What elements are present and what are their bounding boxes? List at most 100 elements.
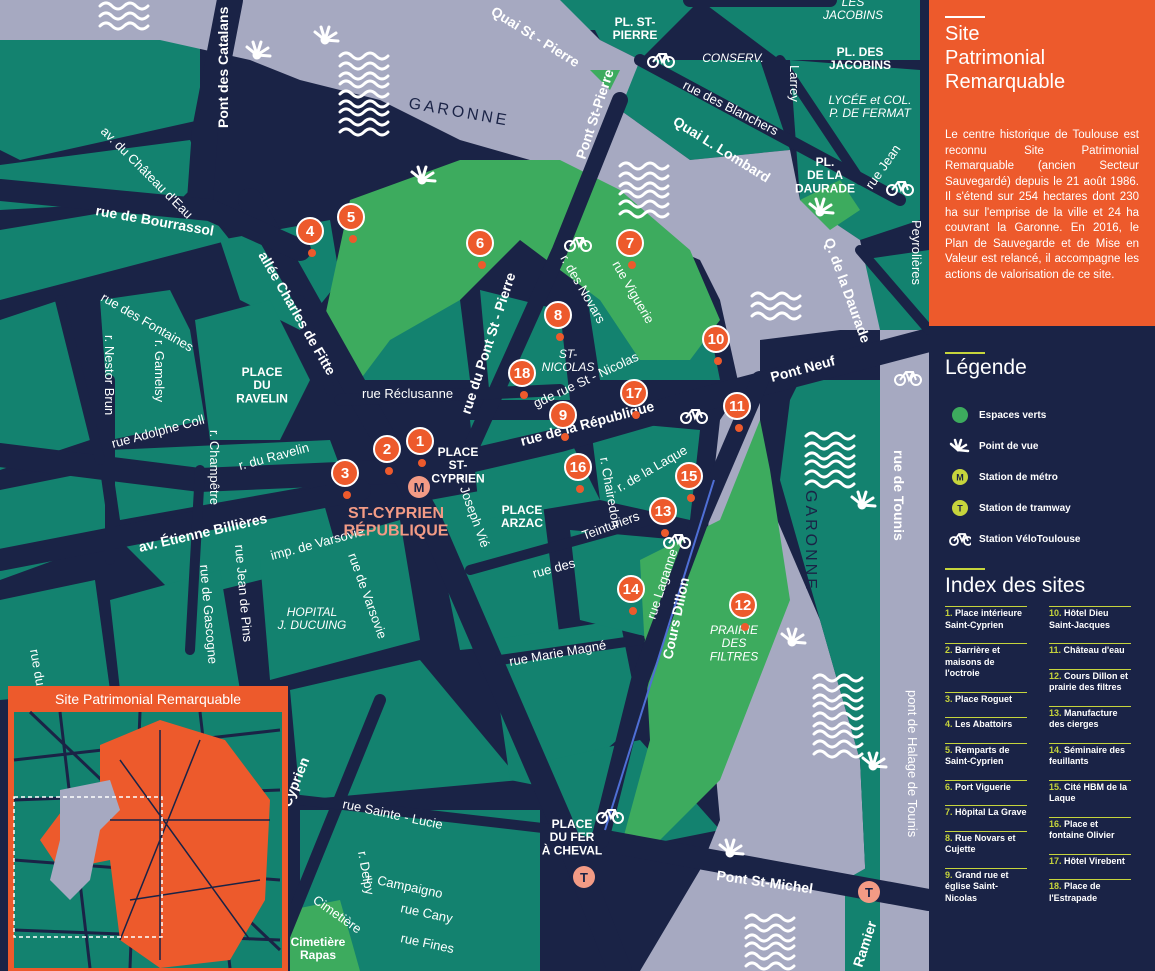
index-number: 17. xyxy=(1049,855,1065,866)
site-marker-number: 10 xyxy=(708,331,725,348)
index-label: Hôtel Virebent xyxy=(1064,855,1125,866)
index-item: 14. Séminaire des feuillants xyxy=(1049,742,1131,768)
site-marker-number: 16 xyxy=(570,459,587,476)
index-number: 9. xyxy=(945,869,956,880)
site-marker-number: 18 xyxy=(514,365,531,382)
index-item: 9. Grand rue et église Saint-Nicolas xyxy=(945,867,1027,905)
landmark-label: ST-NICOLAS xyxy=(542,347,595,374)
tram-icon xyxy=(858,881,880,903)
site-marker-number: 12 xyxy=(735,597,752,614)
index-label: Cité HBM de la Laque xyxy=(1049,781,1128,804)
site-marker-16[interactable]: 16 xyxy=(564,453,592,493)
index-label: Place de l'Estrapade xyxy=(1049,881,1101,903)
svg-text:M: M xyxy=(414,480,425,495)
site-marker-4[interactable]: 4 xyxy=(296,217,324,257)
site-marker-17[interactable]: 17 xyxy=(620,379,648,419)
index-number: 4. xyxy=(945,719,956,729)
site-marker-number: 11 xyxy=(729,398,745,415)
site-marker-number: 5 xyxy=(347,209,355,226)
index-item: 16. Place et fontaine Olivier xyxy=(1049,816,1131,842)
site-marker-8[interactable]: 8 xyxy=(544,301,572,341)
site-marker-10[interactable]: 10 xyxy=(702,325,730,365)
viewpoint-icon xyxy=(949,435,971,457)
tram-stations: T T xyxy=(573,866,880,903)
index-number: 5. xyxy=(945,744,956,755)
index-number: 18. xyxy=(1049,881,1065,891)
site-marker-number: 7 xyxy=(626,235,634,252)
site-marker-2[interactable]: 2 xyxy=(373,435,401,475)
index-number: 12. xyxy=(1049,670,1065,681)
index-label: Manufacture des cierges xyxy=(1049,707,1118,730)
site-marker-18[interactable]: 18 xyxy=(508,359,536,399)
index-item: 6. Port Viguerie xyxy=(945,779,1027,794)
index-number: 10. xyxy=(1049,608,1065,618)
site-marker-number: 15 xyxy=(681,468,698,485)
site-marker-15[interactable]: 15 xyxy=(675,462,703,502)
site-marker-number: 6 xyxy=(476,235,484,252)
site-marker-14[interactable]: 14 xyxy=(617,575,645,615)
index-item: 3. Place Roguet xyxy=(945,691,1027,706)
site-marker-number: 8 xyxy=(554,307,562,324)
index-label: Place et fontaine Olivier xyxy=(1049,818,1115,841)
site-marker-number: 1 xyxy=(416,433,424,450)
street-label: r. Nestor Brun xyxy=(102,335,117,415)
legend-label: Station VéloToulouse xyxy=(979,533,1081,545)
site-marker-13[interactable]: 13 xyxy=(649,497,677,537)
site-marker-number: 17 xyxy=(626,385,643,402)
index-number: 1. xyxy=(945,608,956,618)
divider xyxy=(945,16,985,18)
index-label: Place Roguet xyxy=(955,693,1013,704)
index-item: 13. Manufacture des cierges xyxy=(1049,705,1131,731)
site-marker-9[interactable]: 9 xyxy=(549,401,577,441)
site-marker-5[interactable]: 5 xyxy=(337,203,365,243)
index-item: 11. Château d'eau xyxy=(1049,643,1131,657)
garonne-river xyxy=(0,0,929,971)
index-item: 4. Les Abattoirs xyxy=(945,717,1027,731)
index-item: 1. Place intérieure Saint-Cyprien xyxy=(945,606,1027,631)
index-label: Port Viguerie xyxy=(955,781,1011,792)
index-number: 7. xyxy=(945,807,956,817)
index-label: Barrière et maisons de l'octroie xyxy=(945,645,1001,678)
site-marker-3[interactable]: 3 xyxy=(331,459,359,499)
svg-text:T: T xyxy=(580,870,588,885)
svg-text:T: T xyxy=(865,885,873,900)
site-marker-6[interactable]: 6 xyxy=(466,229,494,269)
landmark-label: CONSERV. xyxy=(702,51,764,65)
index-number: 2. xyxy=(945,645,956,655)
site-marker-number: 2 xyxy=(383,441,391,458)
legend-label: Station de métro xyxy=(979,471,1058,483)
index-label: Château d'eau xyxy=(1063,645,1125,655)
site-marker-11[interactable]: 11 xyxy=(723,392,751,432)
index-label: Les Abattoirs xyxy=(955,719,1013,729)
map[interactable]: GARONNE GARONNE rue de Bourrassol allée … xyxy=(0,0,929,971)
legend-label: Station de tramway xyxy=(979,502,1071,514)
legend-label: Espaces verts xyxy=(979,409,1047,421)
site-marker-7[interactable]: 7 xyxy=(616,229,644,269)
street-label: Peyrolières xyxy=(909,220,924,286)
legend-item: Espaces verts xyxy=(949,404,1046,426)
street-label: pont de Halage de Tounis xyxy=(905,690,920,838)
index-item: 7. Hôpital La Grave xyxy=(945,805,1027,819)
inset-title: Site Patrimonial Remarquable xyxy=(55,691,241,707)
legend-item: Station VéloToulouse xyxy=(949,528,1080,550)
index-number: 8. xyxy=(945,832,956,843)
street-label: rue Réclusanne xyxy=(362,386,453,401)
index-item: 12. Cours Dillon et prairie des filtres xyxy=(1049,668,1131,694)
legend-label: Point de vue xyxy=(979,440,1039,452)
bike-icon xyxy=(949,528,971,550)
site-marker-12[interactable]: 12 xyxy=(729,591,757,631)
site-marker-1[interactable]: 1 xyxy=(406,427,434,467)
site-marker-number: 13 xyxy=(655,503,672,520)
index-column-left: 1. Place intérieure Saint-Cyprien 2. Barr… xyxy=(945,606,1027,916)
